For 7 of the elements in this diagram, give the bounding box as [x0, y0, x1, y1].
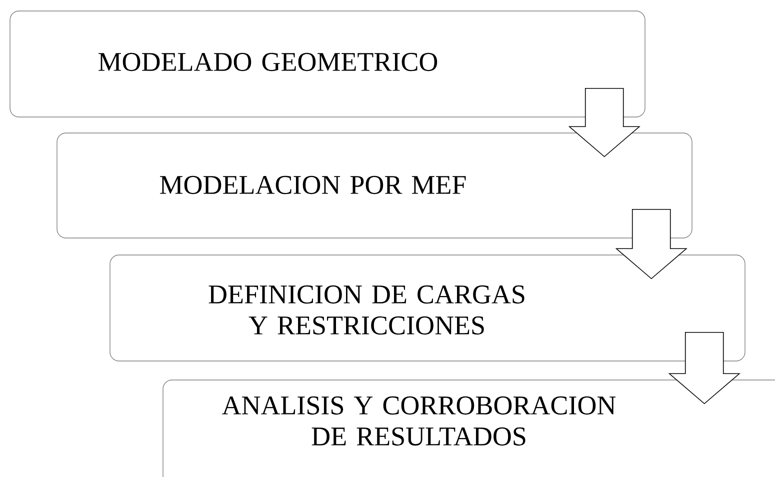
block-arrow [615, 208, 688, 280]
process-box: MODELADO GEOMETRICO [10, 10, 646, 118]
process-box: MODELACION POR MEF [56, 132, 692, 238]
process-box: DEFINICION DE CARGAS Y RESTRICCIONES [110, 254, 746, 362]
process-box: ANALISIS Y CORROBORACION DE RESULTADOS [162, 380, 775, 477]
block-arrow [568, 88, 640, 158]
block-arrow [668, 332, 740, 404]
